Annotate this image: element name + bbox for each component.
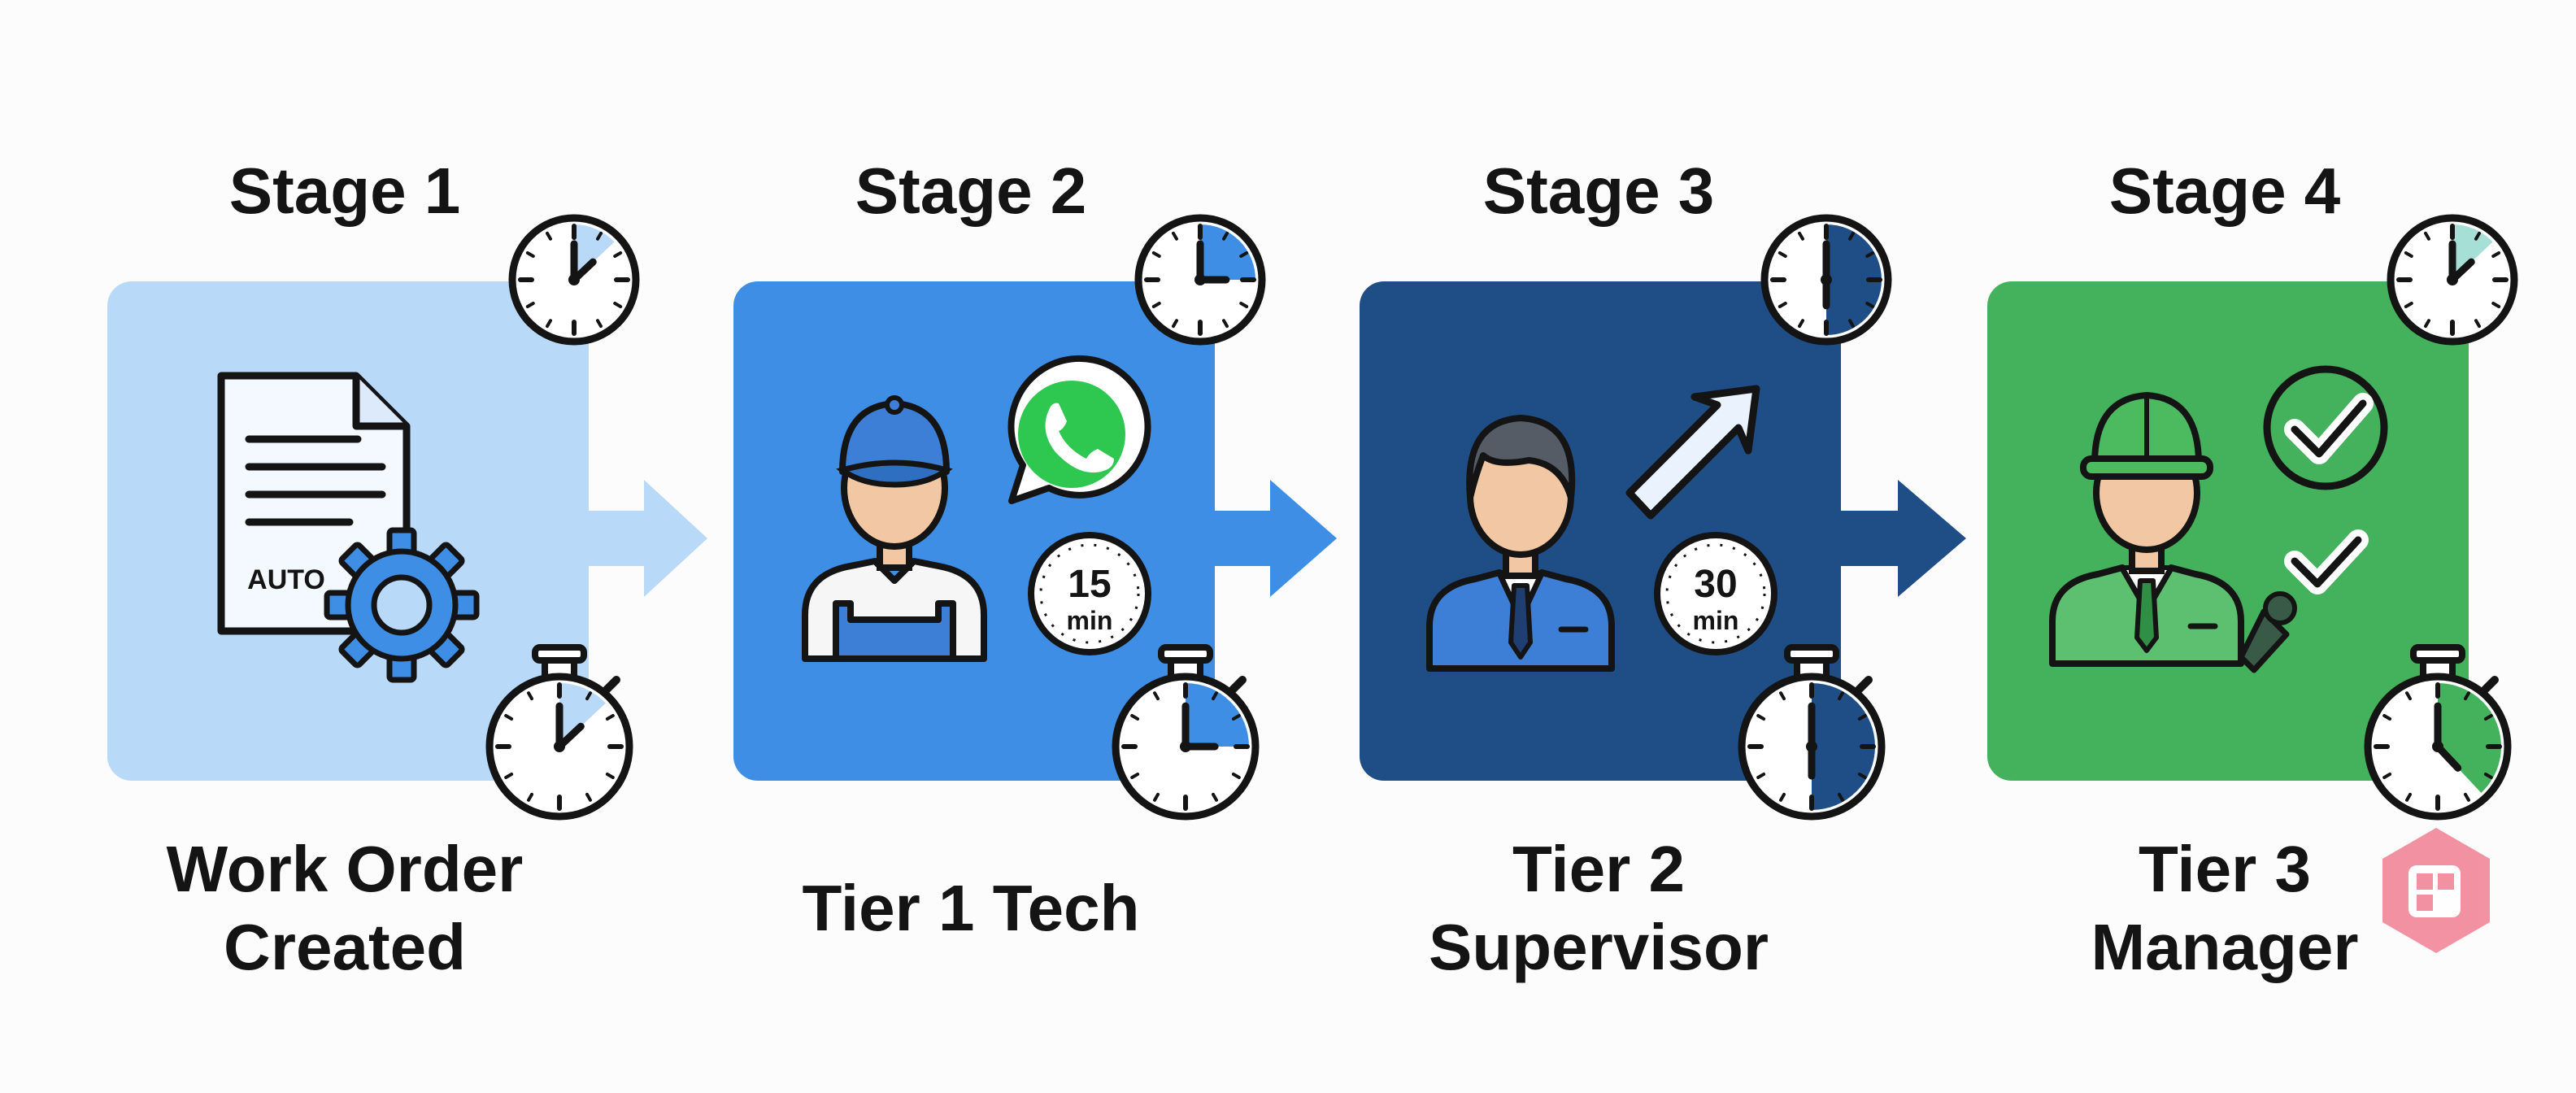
- stage-2-caption-line-1: Tier 1 Tech: [803, 872, 1140, 944]
- whatsapp-icon: [1007, 355, 1151, 504]
- timer-unit: min: [1693, 606, 1739, 635]
- timer-unit: min: [1067, 606, 1113, 635]
- stopwatch-icon: [485, 644, 633, 821]
- connector-arrow-1: [587, 480, 707, 597]
- gear-icon: [324, 527, 480, 683]
- clock-icon: [2387, 214, 2518, 346]
- stage-3-caption-line-2: Supervisor: [1429, 911, 1769, 983]
- stopwatch-icon: [1738, 644, 1886, 821]
- clock-icon: [1134, 214, 1266, 346]
- stage-4-caption-line-1: Tier 3: [2139, 833, 2311, 905]
- manager-hardhat-icon: [2049, 392, 2244, 667]
- stage-4-caption-line-2: Manager: [2091, 911, 2359, 983]
- stopwatch-icon: [1112, 644, 1260, 821]
- stage-2-heading: Stage 2: [855, 155, 1087, 227]
- stage-1-caption-line-2: Created: [224, 911, 466, 983]
- checkmark-icon: [2263, 365, 2388, 490]
- elapsed-sector: [1200, 224, 1255, 280]
- connector-arrow-2: [1213, 480, 1337, 597]
- stage-1-heading: Stage 1: [229, 155, 461, 227]
- connector-arrow-3: [1839, 480, 1966, 597]
- timer-icon: 15 min: [1028, 532, 1151, 655]
- stage-3-caption-line-1: Tier 2: [1512, 833, 1685, 905]
- clock-icon: [1760, 214, 1892, 346]
- elapsed-sector: [1812, 683, 1875, 810]
- elapsed-sector: [1186, 683, 1249, 747]
- supervisor-icon: [1426, 415, 1615, 672]
- stopwatch-icon: [2364, 644, 2512, 821]
- timer-icon: 30 min: [1654, 532, 1778, 655]
- stage-4-heading: Stage 4: [2109, 155, 2341, 227]
- timer-value: 30: [1694, 563, 1737, 606]
- stage-3-heading: Stage 3: [1483, 155, 1715, 227]
- escalate-arrow-icon: [1625, 385, 1760, 520]
- elapsed-sector: [1826, 224, 1882, 335]
- elapsed-sector: [2438, 683, 2501, 793]
- clock-icon: [508, 214, 640, 346]
- auto-label: AUTO: [247, 564, 325, 595]
- timer-value: 15: [1068, 563, 1111, 606]
- stage-1-caption-line-1: Work Order: [167, 833, 524, 905]
- watermark-logo: [2382, 828, 2490, 953]
- approval-pen-icon: [2238, 529, 2369, 673]
- technician-icon: [802, 395, 987, 662]
